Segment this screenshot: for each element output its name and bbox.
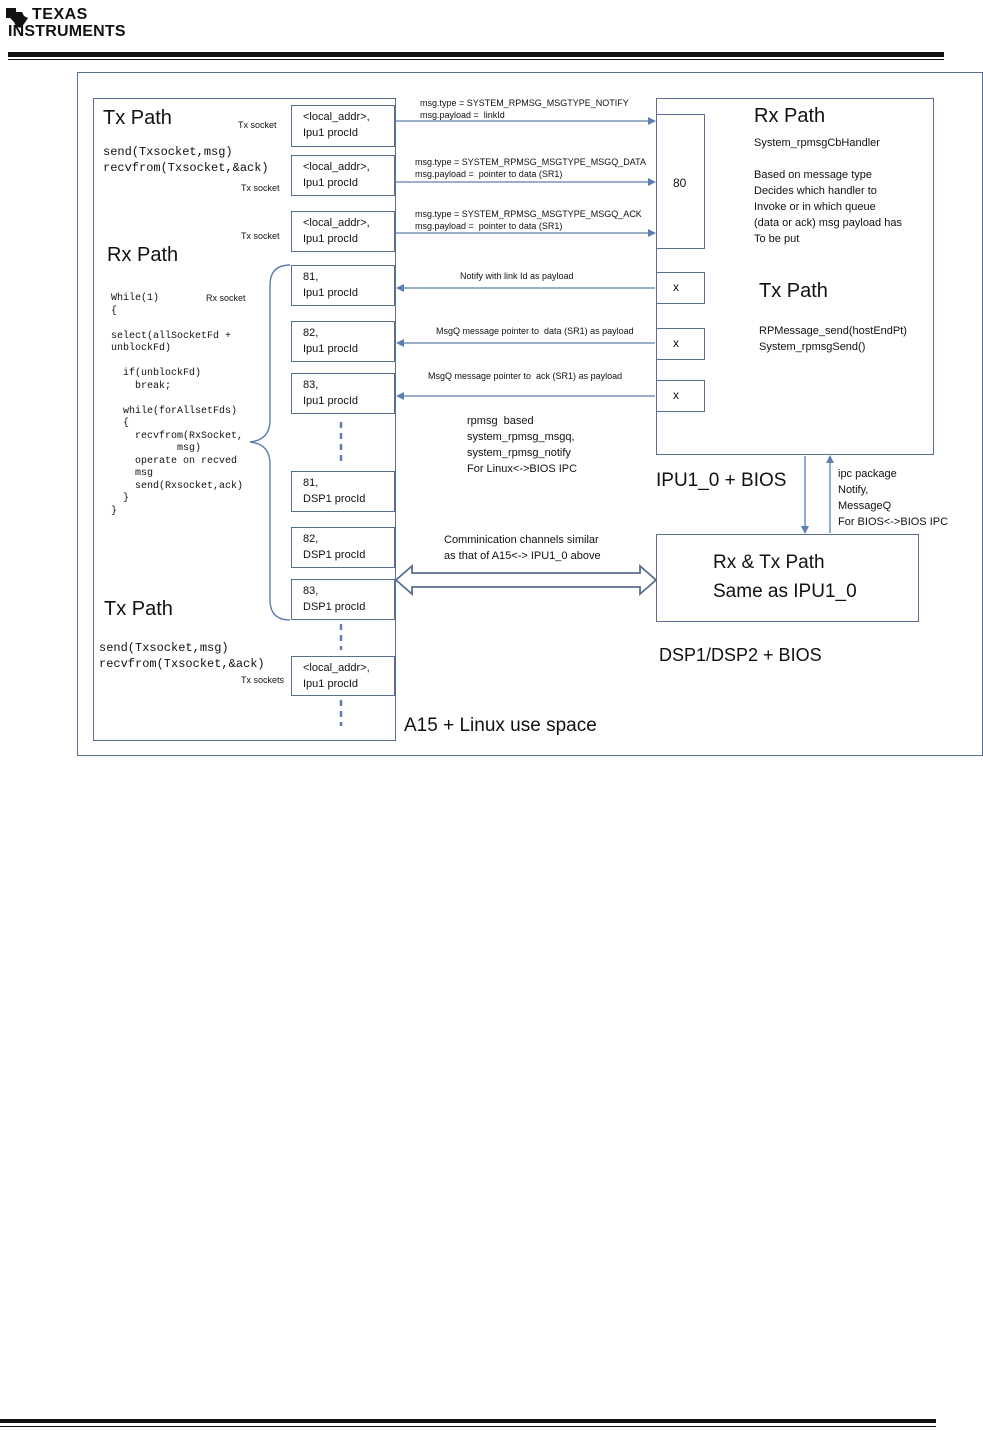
a15-rx-code: While(1) { select(allSocketFd + unblockF… <box>111 293 244 517</box>
a15-linux-box <box>93 98 396 741</box>
endpoint-80-box <box>656 114 705 249</box>
socket-box: 83, Ipu1 procId <box>291 373 395 414</box>
dsp-bios-box <box>656 534 919 622</box>
endpoint-x-box <box>656 272 705 304</box>
ipc-package-note: ipc package Notify, MessageQ For BIOS<->… <box>838 468 949 528</box>
a15-tx-path-code: send(Txsocket,msg) recvfrom(Txsocket,&ac… <box>103 145 269 175</box>
tx-sockets-label: Tx sockets <box>241 675 285 685</box>
socket-box: <local_addr>, Ipu1 procId <box>291 656 395 696</box>
a15-tx-path-title: Tx Path <box>103 107 172 129</box>
message-label: MsgQ message pointer to data (SR1) as pa… <box>436 326 634 336</box>
logo-text-texas: TEXAS <box>32 6 88 23</box>
socket-box: <local_addr>, Ipu1 procId <box>291 211 395 252</box>
message-label: Notify with link Id as payload <box>460 271 574 281</box>
socket-box: <local_addr>, Ipu1 procId <box>291 155 395 196</box>
logo-text-instruments: INSTRUMENTS <box>8 23 126 40</box>
ipu-rx-path-title: Rx Path <box>754 105 826 127</box>
endpoint-x-box <box>656 328 705 360</box>
comm-channels-double-arrow <box>394 564 658 596</box>
header-rule <box>8 52 944 57</box>
endpoint-x-box <box>656 380 705 412</box>
socket-box: <local_addr>, Ipu1 procId <box>291 105 395 147</box>
socket-box: 81, DSP1 procId <box>291 471 395 512</box>
header-rule-thin <box>8 59 944 60</box>
rx-socket-label: Rx socket <box>206 293 246 303</box>
message-label: MsgQ message pointer to ack (SR1) as pay… <box>428 371 623 381</box>
texas-state-icon <box>6 8 28 28</box>
ipu-tx-path-title: Tx Path <box>759 280 828 302</box>
ti-logo: TEXAS INSTRUMENTS <box>4 6 144 50</box>
message-label: msg.type = SYSTEM_RPMSG_MSGTYPE_NOTIFY m… <box>420 98 629 120</box>
endpoint-x-label: x <box>673 388 679 402</box>
ipu-handler-description: Based on message type Decides which hand… <box>754 169 902 245</box>
dsp-box-text: Rx & Tx Path Same as IPU1_0 <box>713 552 857 602</box>
endpoint-x-label: x <box>673 280 679 294</box>
a15-caption: A15 + Linux use space <box>404 715 597 736</box>
dsp-caption: DSP1/DSP2 + BIOS <box>659 645 822 665</box>
tx-socket-label: Tx socket <box>241 231 280 241</box>
socket-box: 82, Ipu1 procId <box>291 321 395 362</box>
comm-channels-note: Comminication channels similar as that o… <box>444 534 601 562</box>
message-label: msg.type = SYSTEM_RPMSG_MSGTYPE_MSGQ_ACK… <box>415 209 642 231</box>
a15-tx-path-bottom-code: send(Txsocket,msg) recvfrom(Txsocket,&ac… <box>99 641 265 671</box>
ipu-handler-name: System_rpmsgCbHandler <box>754 137 880 149</box>
endpoint-80-label: 80 <box>673 176 687 190</box>
footer-rule-thin <box>0 1426 936 1427</box>
ipu-tx-code: RPMessage_send(hostEndPt) System_rpmsgSe… <box>759 325 907 353</box>
socket-box: 83, DSP1 procId <box>291 579 395 620</box>
socket-brace <box>249 264 291 621</box>
tx-socket-label: Tx socket <box>241 183 280 193</box>
socket-box: 82, DSP1 procId <box>291 527 395 568</box>
a15-rx-path-title: Rx Path <box>107 244 179 266</box>
footer-rule <box>0 1419 936 1423</box>
endpoint-x-label: x <box>673 336 679 350</box>
socket-box: 81, Ipu1 procId <box>291 265 395 306</box>
rpmsg-note: rpmsg based system_rpmsg_msgq, system_rp… <box>467 415 578 475</box>
a15-tx-path-bottom-title: Tx Path <box>104 598 173 620</box>
message-label: msg.type = SYSTEM_RPMSG_MSGTYPE_MSGQ_DAT… <box>415 157 646 179</box>
ipu-caption: IPU1_0 + BIOS <box>656 470 787 491</box>
tx-socket-label: Tx socket <box>238 120 277 130</box>
